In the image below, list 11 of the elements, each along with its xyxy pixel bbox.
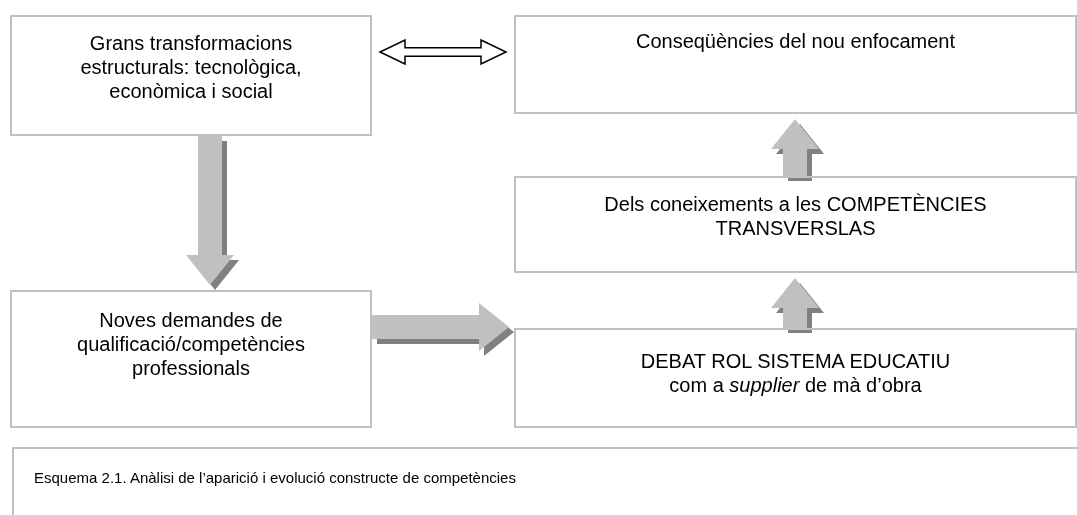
box-text: Conseqüències del nou enfocament — [634, 29, 957, 53]
box-text: DEBAT ROL SISTEMA EDUCATIU com a supplier de mà d’obra — [639, 349, 952, 397]
box-text: Grans transformacions estructurals: tecnològica, econòmica i social — [79, 31, 303, 103]
box-text: Dels coneixements a les COMPETÈNCIES TRANSVERSLAS — [603, 192, 988, 240]
text-box — [10, 290, 372, 428]
box-text: Noves demandes de qualificació/competències professionals — [76, 308, 306, 380]
text-box — [514, 176, 1077, 273]
text-box — [514, 15, 1077, 114]
text-box — [514, 328, 1077, 428]
text-box — [10, 15, 372, 136]
caption: Esquema 2.1. Anàlisi de l’aparició i evolució constructe de competències — [34, 469, 516, 486]
